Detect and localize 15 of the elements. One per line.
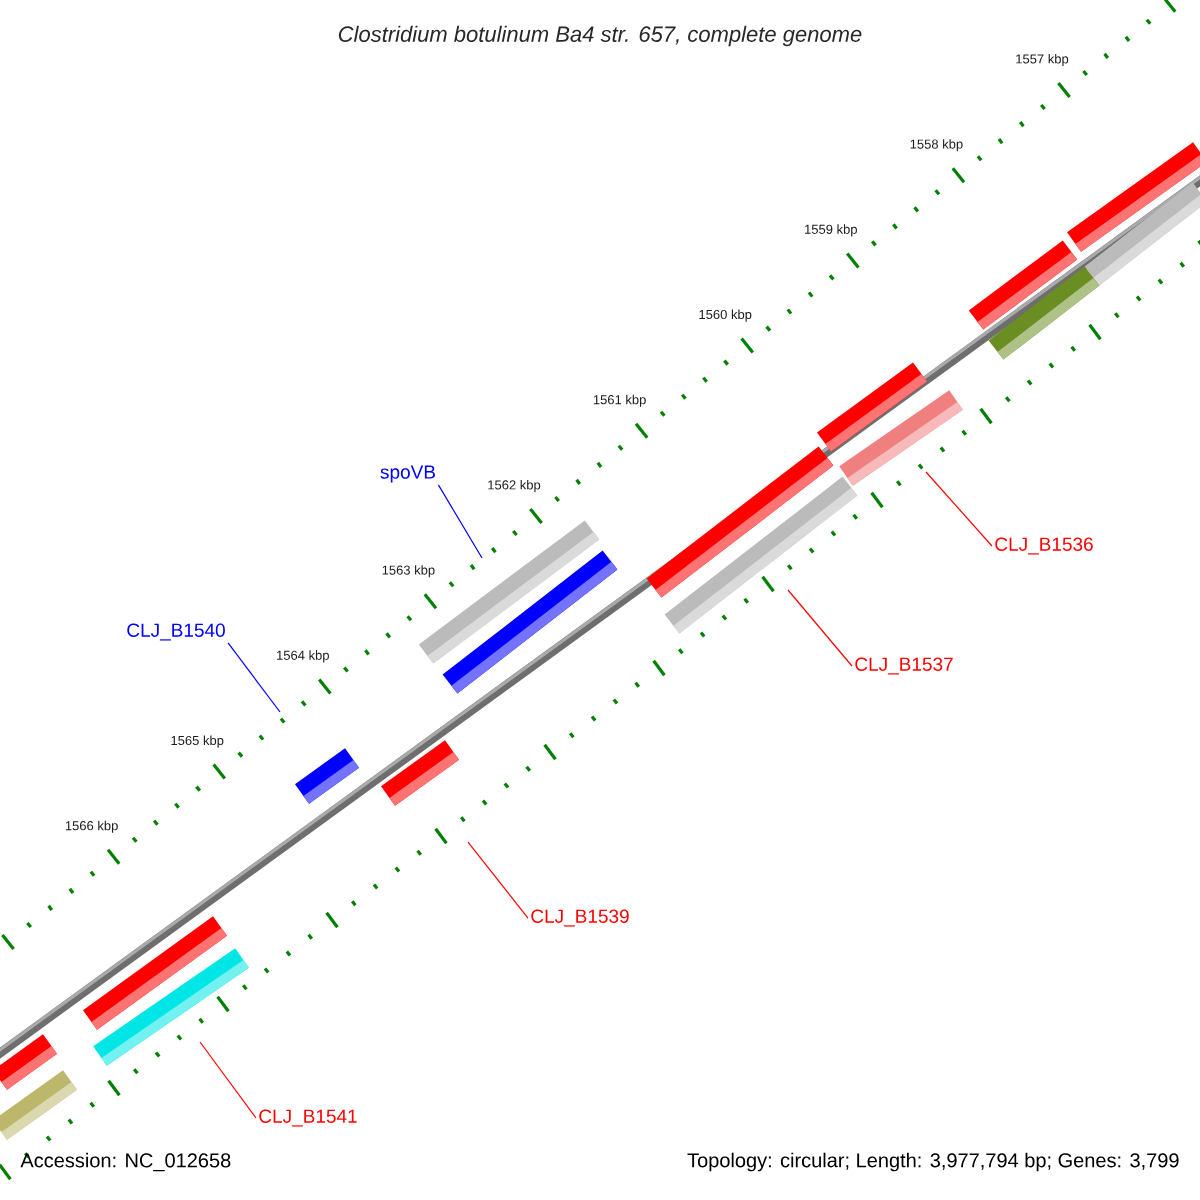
gene-label: spoVB xyxy=(380,465,435,483)
leader-line xyxy=(925,471,993,547)
gene-label: CLJ_B1536 xyxy=(995,537,1093,555)
leader-line xyxy=(227,642,281,713)
gene-label: CLJ_B1539 xyxy=(531,909,629,927)
leader-line xyxy=(787,589,853,667)
leader-line xyxy=(199,1041,257,1119)
genome-stats-text: Topology: circular; Length: 3,977,794 bp; Genes: 3,799 xyxy=(687,1152,1179,1172)
leader-line xyxy=(467,841,529,919)
accession-text: Accession: NC_012658 xyxy=(20,1152,231,1172)
leader-line xyxy=(437,484,483,559)
gene-label: CLJ_B1537 xyxy=(855,657,953,675)
gene-label: CLJ_B1540 xyxy=(127,623,225,641)
gene-label: CLJ_B1541 xyxy=(259,1109,357,1127)
title: Clostridium botulinum Ba4 str. 657, complete genome xyxy=(338,25,862,47)
